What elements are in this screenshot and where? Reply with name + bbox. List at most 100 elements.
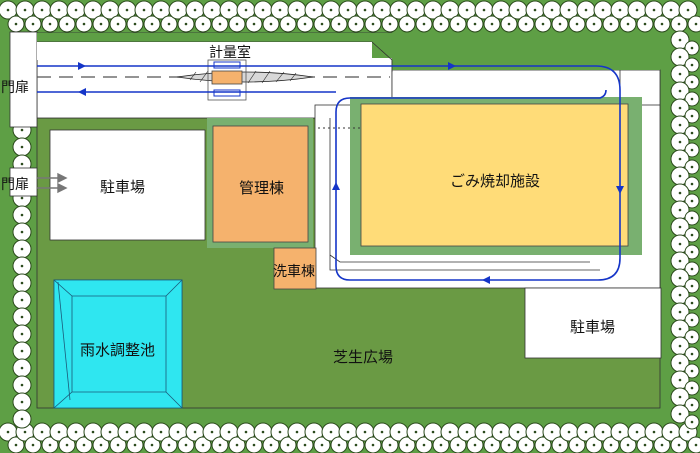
tree-center-dot (541, 443, 545, 447)
tree-center-dot (210, 430, 214, 434)
tree-center-dot (678, 327, 682, 331)
tree-center-dot (618, 8, 622, 12)
weighbridge-label: 計量室 (209, 44, 251, 61)
incinerator-building (360, 103, 629, 247)
tree-center-dot (678, 72, 682, 76)
tree-center-dot (23, 8, 27, 12)
tree-center-dot (20, 128, 24, 132)
tree-center-dot (678, 55, 682, 59)
tree-center-dot (439, 443, 443, 447)
tree-center-dot (20, 145, 24, 149)
tree-center-dot (108, 8, 112, 12)
tree-center-dot (499, 8, 503, 12)
tree-center-dot (363, 430, 367, 434)
tree-center-dot (473, 443, 477, 447)
tree-center-dot (176, 8, 180, 12)
tree-center-dot (690, 369, 694, 373)
tree-center-dot (20, 366, 24, 370)
car-wash-building (273, 247, 317, 290)
tree-center-dot (609, 443, 613, 447)
tree-center-dot (516, 430, 520, 434)
tree-center-dot (592, 22, 596, 26)
tree-center-dot (473, 22, 477, 26)
tree-center-dot (652, 430, 656, 434)
tree-center-dot (20, 230, 24, 234)
tree-center-dot (690, 97, 694, 101)
circle-tree-icon (687, 15, 700, 33)
tree-center-dot (371, 443, 375, 447)
tree-center-dot (643, 443, 647, 447)
tree-center-dot (690, 63, 694, 67)
gate-arrow-icon (37, 172, 68, 194)
tree-center-dot (20, 213, 24, 217)
incinerator-label: ごみ焼却施設 (450, 172, 540, 190)
parking-right-label: 駐車場 (570, 318, 615, 336)
tree-center-dot (167, 22, 171, 26)
tree-center-dot (601, 8, 605, 12)
tree-center-dot (99, 443, 103, 447)
tree-center-dot (678, 242, 682, 246)
tree-center-dot (303, 443, 307, 447)
tree-center-dot (337, 22, 341, 26)
tree-center-dot (626, 22, 630, 26)
tree-center-dot (397, 430, 401, 434)
tree-center-dot (244, 430, 248, 434)
tree-center-dot (20, 247, 24, 251)
tree-center-dot (31, 443, 35, 447)
tree-center-dot (541, 22, 545, 26)
tree-center-dot (431, 430, 435, 434)
tree-center-dot (524, 22, 528, 26)
tree-center-dot (74, 430, 78, 434)
tree-center-dot (690, 335, 694, 339)
tree-center-dot (678, 89, 682, 93)
tree-center-dot (465, 8, 469, 12)
gate-side-label: 門扉 (1, 177, 29, 193)
tree-center-dot (125, 430, 129, 434)
tree-center-dot (142, 430, 146, 434)
tree-center-dot (414, 8, 418, 12)
tree-center-dot (524, 443, 528, 447)
tree-center-dot (116, 443, 120, 447)
tree-center-dot (184, 443, 188, 447)
tree-center-dot (690, 403, 694, 407)
tree-center-dot (678, 378, 682, 382)
tree-center-dot (295, 430, 299, 434)
tree-center-dot (20, 400, 24, 404)
tree-center-dot (690, 301, 694, 305)
tree-center-dot (20, 332, 24, 336)
tree-center-dot (678, 174, 682, 178)
tree-center-dot (133, 443, 137, 447)
tree-center-dot (690, 114, 694, 118)
tree-center-dot (677, 22, 681, 26)
tree-center-dot (125, 8, 129, 12)
tree-center-dot (669, 8, 673, 12)
tree-center-dot (567, 430, 571, 434)
tree-center-dot (678, 310, 682, 314)
tree-center-dot (346, 430, 350, 434)
tree-center-dot (159, 8, 163, 12)
tree-center-dot (20, 383, 24, 387)
tree-center-dot (14, 443, 18, 447)
tree-center-dot (48, 443, 52, 447)
tree-center-dot (150, 22, 154, 26)
tree-center-dot (354, 22, 358, 26)
tree-center-dot (201, 22, 205, 26)
tree-center-dot (690, 46, 694, 50)
tree-center-dot (678, 123, 682, 127)
tree-center-dot (184, 22, 188, 26)
tree-center-dot (575, 443, 579, 447)
tree-center-dot (669, 430, 673, 434)
tree-center-dot (65, 22, 69, 26)
tree-center-dot (584, 430, 588, 434)
tree-center-dot (678, 225, 682, 229)
tree-center-dot (584, 8, 588, 12)
tree-center-dot (57, 8, 61, 12)
triangle-arrow-icon (78, 88, 86, 96)
tree-center-dot (65, 443, 69, 447)
tree-center-dot (320, 443, 324, 447)
triangle-arrow-icon (616, 186, 624, 194)
lawn-plaza-label: 芝生広場 (333, 348, 393, 366)
parking-left-label: 駐車場 (100, 178, 145, 196)
tree-center-dot (14, 22, 18, 26)
